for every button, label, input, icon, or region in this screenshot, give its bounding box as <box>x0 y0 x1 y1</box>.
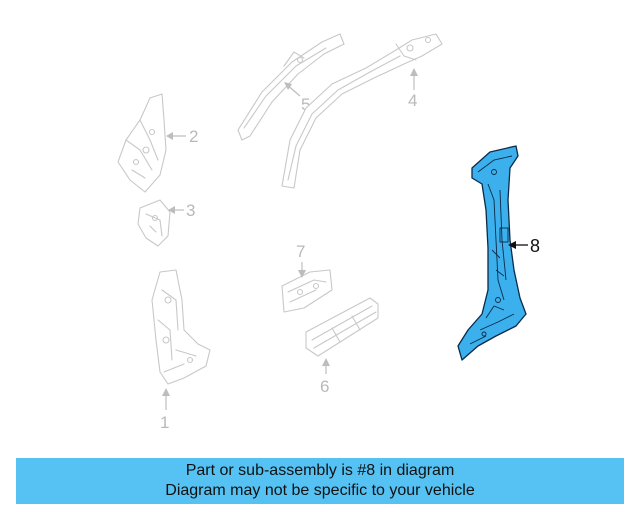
part-3-drawing <box>137 199 171 247</box>
callout-6: 6 <box>320 377 329 396</box>
banner-line-2: Diagram may not be specific to your vehi… <box>165 482 475 499</box>
part-1-drawing <box>151 269 211 385</box>
callout-3: 3 <box>186 201 195 220</box>
part-6-drawing <box>305 297 379 357</box>
part-7-drawing <box>281 269 333 313</box>
callout-7: 7 <box>296 242 305 261</box>
part-4-drawing <box>281 33 443 189</box>
callout-4: 4 <box>408 91 417 110</box>
banner-line-1: Part or sub-assembly is #8 in diagram <box>185 462 455 479</box>
callout-8: 8 <box>530 236 540 256</box>
callout-1: 1 <box>160 413 169 432</box>
part-5-drawing <box>237 33 345 141</box>
callout-2: 2 <box>189 127 198 146</box>
part-2-drawing <box>117 93 167 193</box>
parts-diagram: 2 3 1 5 4 7 <box>117 33 540 432</box>
part-8-b-pillar[interactable] <box>457 145 527 361</box>
info-banner: Part or sub-assembly is #8 in diagram Di… <box>16 458 624 504</box>
callout-5: 5 <box>301 95 310 114</box>
